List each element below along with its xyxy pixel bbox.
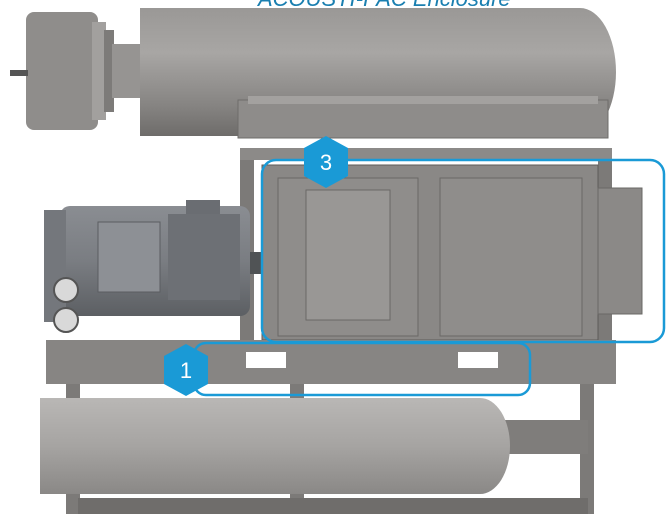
pressure-gauges — [53, 277, 79, 333]
top-silencer-tank — [140, 8, 616, 139]
inlet-filter-drum — [10, 12, 140, 130]
electric-motor — [44, 200, 262, 322]
lower-silencer-tank — [40, 398, 510, 494]
callout-1-label: 1 — [180, 358, 192, 383]
callout-3-label: 3 — [320, 150, 332, 175]
acoustic-enclosure-panel — [261, 164, 643, 341]
gauge-icon — [53, 277, 79, 303]
callout-1: 1 — [164, 341, 532, 397]
gauge-icon — [53, 307, 79, 333]
caption-title: ACOUSTI-PAC Enclosure — [258, 0, 670, 12]
